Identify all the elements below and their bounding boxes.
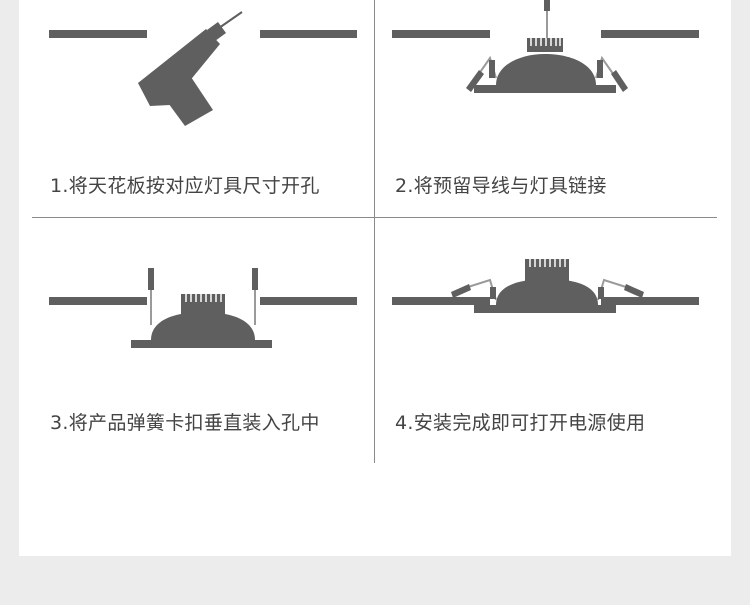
drill-icon bbox=[49, 11, 357, 126]
step-4-caption: 4.安装完成即可打开电源使用 bbox=[395, 412, 646, 434]
downlight-wiring-icon bbox=[392, 0, 699, 93]
downlight-installed-icon bbox=[392, 259, 699, 313]
vertical-divider bbox=[374, 0, 375, 463]
downlight-insert-icon bbox=[49, 268, 357, 348]
step-3-caption: 3.将产品弹簧卡扣垂直装入孔中 bbox=[50, 412, 320, 434]
horizontal-divider bbox=[32, 217, 717, 218]
step-2-caption: 2.将预留导线与灯具链接 bbox=[395, 175, 607, 197]
step-1-caption: 1.将天花板按对应灯具尺寸开孔 bbox=[50, 175, 320, 197]
